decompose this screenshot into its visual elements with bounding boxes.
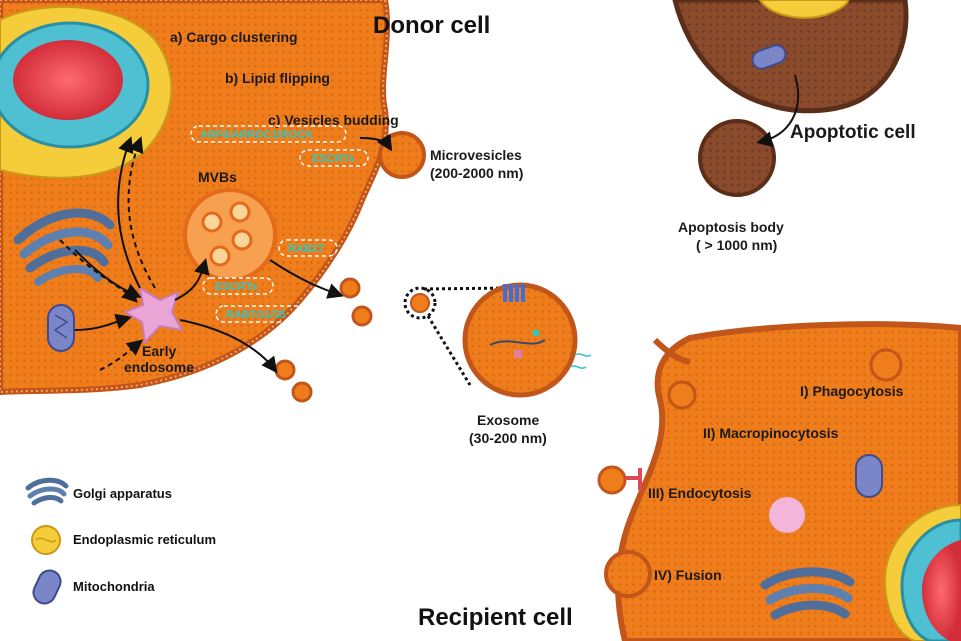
exosome-released-3 (276, 361, 294, 379)
fusion-vesicle (606, 552, 650, 596)
exosome-released-1 (341, 279, 359, 297)
recipient-cell-title: Recipient cell (418, 604, 573, 631)
donor-cell-title: Donor cell (373, 12, 490, 39)
legend-mitochondria-label: Mitochondria (73, 579, 155, 594)
donor-mitochondria (48, 305, 74, 351)
apoptotic-cell: Apoptotic cell Apoptosis body ( > 1000 n… (675, 0, 916, 253)
exosome-label: Exosome (477, 412, 539, 428)
legend: Golgi apparatus Endoplasmic reticulum Mi… (28, 480, 216, 607)
microvesicles-size: (200-2000 nm) (430, 165, 523, 181)
apoptosis-body-size: ( > 1000 nm) (696, 237, 777, 253)
step-cargo-clustering: a) Cargo clustering (170, 29, 298, 45)
donor-cell: Donor cell a) Cargo clustering b) Lipid … (0, 0, 490, 401)
recipient-endosome (769, 497, 805, 533)
tag-escrts-top: ESCRTs (312, 153, 355, 165)
step-lipid-flipping: b) Lipid flipping (225, 70, 330, 86)
early-endosome-label-2: endosome (124, 359, 194, 375)
uptake-endocytosis: III) Endocytosis (648, 485, 752, 501)
apoptosis-body-label: Apoptosis body (678, 219, 784, 235)
recipient-bound-vesicle (669, 382, 695, 408)
golgi-icon (28, 480, 66, 503)
tag-arf6: ARF6/ARRDC1/ROCK (200, 129, 313, 141)
tag-escrts-bottom: ESCRTs (215, 281, 258, 293)
apoptotic-cell-title: Apoptotic cell (790, 122, 916, 143)
exosome-released-4 (293, 383, 311, 401)
uptake-phagocytosis: I) Phagocytosis (800, 383, 904, 399)
endocytosis-vesicle (599, 467, 625, 493)
legend-golgi-label: Golgi apparatus (73, 486, 172, 501)
recipient-mitochondria (856, 455, 882, 497)
legend-er-label: Endoplasmic reticulum (73, 532, 216, 547)
microvesicles-label: Microvesicles (430, 147, 522, 163)
endoplasmic-reticulum-icon (32, 526, 60, 554)
mvbs-label: MVBs (198, 169, 237, 185)
recipient-macro-vesicle (871, 350, 901, 380)
mvb (185, 190, 275, 280)
early-endosome-label-1: Early (142, 343, 176, 359)
exosome-zoom: Exosome (30-200 nm) (405, 284, 591, 446)
uptake-fusion: IV) Fusion (654, 567, 722, 583)
apoptosis-body (700, 121, 774, 195)
tag-rab7: RAB7/11/35 (226, 309, 286, 321)
mitochondria-icon (30, 567, 64, 607)
uptake-macropinocytosis: II) Macropinocytosis (703, 425, 839, 441)
tag-rab27: RAB27 (288, 243, 324, 255)
exosome-released-2 (353, 307, 371, 325)
exosome-size: (30-200 nm) (469, 430, 547, 446)
microvesicle (380, 133, 424, 177)
